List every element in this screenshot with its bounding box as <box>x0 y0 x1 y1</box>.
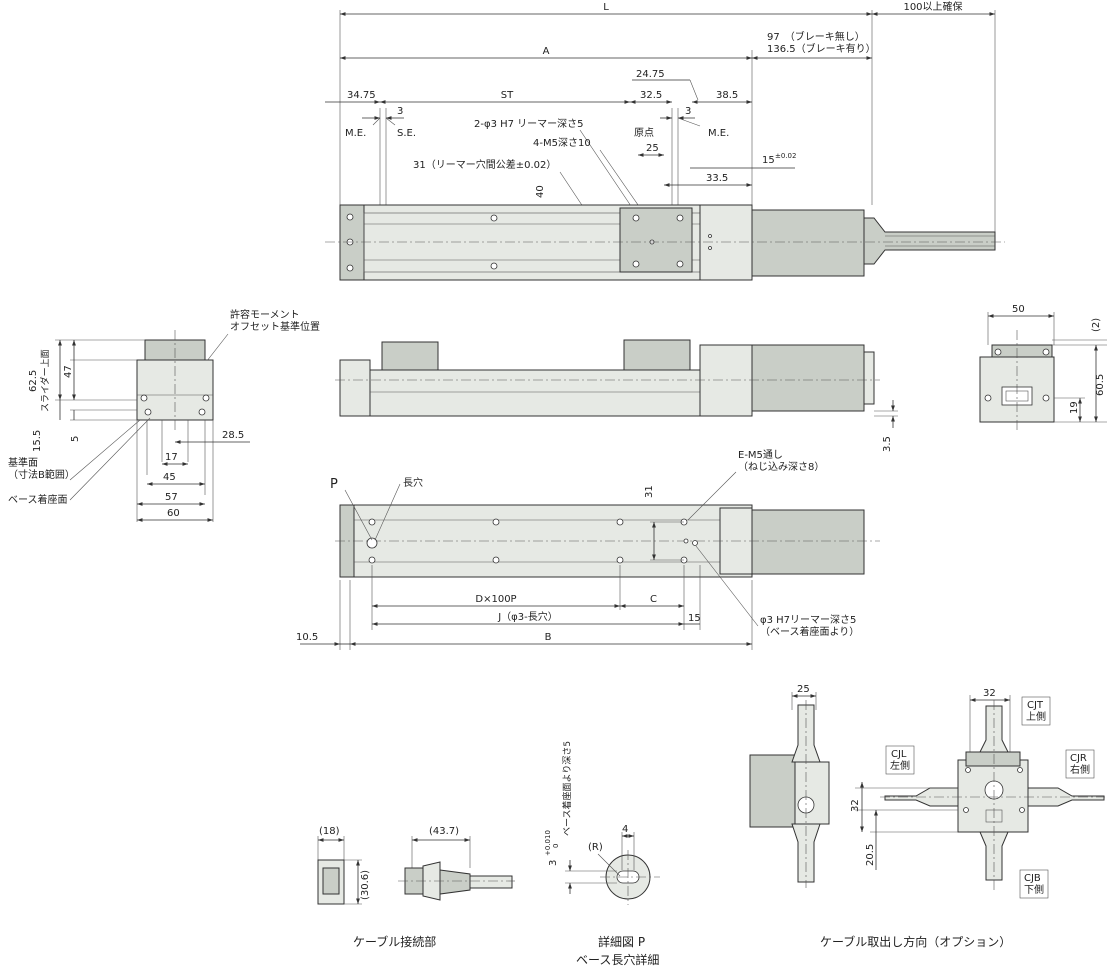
caption-detail-p-2: ベース長穴詳細 <box>576 952 659 967</box>
tol-lower: 0 <box>552 844 560 848</box>
callout-reamer-bottom-1: φ3 H7リーマー深さ5 <box>760 614 856 626</box>
label-me-left: M.E. <box>345 128 366 139</box>
dim-45: 45 <box>163 472 176 483</box>
label-me-right: M.E. <box>708 128 729 139</box>
dim-A: A <box>543 46 550 57</box>
label-R: (R) <box>588 842 603 853</box>
dim-60: 60 <box>167 508 180 519</box>
dim-18: (18) <box>319 826 340 837</box>
dim-62-5: 62.5 <box>28 370 39 392</box>
dim-38-5: 38.5 <box>716 90 738 101</box>
callout-e-m5-2: （ねじ込み深さ8） <box>738 461 824 473</box>
dim-L: L <box>603 2 609 13</box>
dim-10-5: 10.5 <box>296 632 318 643</box>
dim-3-right: 3 <box>685 106 691 117</box>
dim-25-cable: 25 <box>797 684 810 695</box>
label-se: S.E. <box>397 128 416 139</box>
dim-ST: ST <box>501 90 514 101</box>
caption-cable-direction: ケーブル取出し方向（オプション） <box>820 934 1011 949</box>
tol-upper: +0.010 <box>544 830 552 856</box>
dim-C: C <box>650 594 657 605</box>
dim-25: 25 <box>646 143 659 154</box>
label-depth: ベース着座面より深さ5 <box>561 741 573 836</box>
callout-e-m5-1: E-M5通し <box>738 449 783 461</box>
label-cjb: CJB <box>1024 873 1041 884</box>
dim-motor-len-1: 97 （ブレーキ無し） <box>767 30 865 43</box>
label-cjl: CJL <box>891 749 907 760</box>
dim-20-5: 20.5 <box>865 844 876 866</box>
label-cjb-side: 下側 <box>1024 883 1044 896</box>
side-view: 3.5 <box>335 339 898 452</box>
label-P: P <box>330 477 338 492</box>
callout-pitch: 31（リーマー穴間公差±0.02） <box>413 158 556 171</box>
dim-24-75: 24.75 <box>636 69 665 80</box>
caption-cable-connection: ケーブル接続部 <box>353 934 436 949</box>
callout-moment-1: 許容モーメント <box>230 308 300 321</box>
callout-moment-2: オフセット基準位置 <box>230 320 320 333</box>
label-cjr-side: 右側 <box>1070 763 1090 776</box>
dim-34-75: 34.75 <box>347 90 376 101</box>
bottom-view: P 長穴 E-M5通し （ねじ込み深さ8） 31 D×100P C J（φ3-長… <box>296 449 880 650</box>
cable-connection: (18) (30.6) (43.7) ケーブル接続部 <box>317 826 515 949</box>
right-view: 50 (2) 60.5 19 <box>979 304 1107 432</box>
dim-43-7: (43.7) <box>429 826 459 837</box>
dim-60-5: 60.5 <box>1095 374 1106 396</box>
label-ref-surface-2: （寸法B範囲） <box>8 468 75 481</box>
dim-33-5: 33.5 <box>706 173 728 184</box>
dim-motor-len-2: 136.5（ブレーキ有り） <box>767 42 876 55</box>
dim-57: 57 <box>165 492 178 503</box>
callout-m5: 4-M5深さ10 <box>533 137 591 149</box>
dim-19: 19 <box>1069 401 1080 414</box>
dim-B: B <box>545 632 552 643</box>
dim-5: 5 <box>70 436 81 442</box>
dim-32-top: 32 <box>983 688 996 699</box>
top-view: L 100以上確保 A 97 （ブレーキ無し） 136.5（ブレーキ有り） 24… <box>325 0 1005 281</box>
label-base-mount: ベース着座面 <box>8 493 68 506</box>
label-origin: 原点 <box>634 127 654 139</box>
dim-clearance: 100以上確保 <box>903 0 962 13</box>
dim-4: 4 <box>622 824 628 835</box>
label-cjt-side: 上側 <box>1026 710 1046 723</box>
dim-50: 50 <box>1012 304 1025 315</box>
dim-dx100p: D×100P <box>475 594 516 605</box>
caption-detail-p-1: 詳細図 P <box>598 934 645 949</box>
dim-17: 17 <box>165 452 178 463</box>
dim-15: 15 <box>762 155 775 166</box>
callout-reamer: 2-φ3 H7 リーマー深さ5 <box>474 118 584 130</box>
dim-15-bottom: 15 <box>688 613 701 624</box>
label-cjr: CJR <box>1070 753 1087 764</box>
label-slider-top: スライダー上面 <box>39 349 51 412</box>
callout-reamer-bottom-2: （ベース着座面より） <box>760 625 859 638</box>
dim-3-left: 3 <box>397 106 403 117</box>
detail-p: 4 (R) 3 +0.010 0 ベース着座面より深さ5 詳細図 P ベース長穴… <box>544 741 660 967</box>
dim-2: (2) <box>1091 318 1102 332</box>
dim-3-5: 3.5 <box>882 436 893 452</box>
dim-32-5: 32.5 <box>640 90 662 101</box>
label-slot: 長穴 <box>403 476 423 489</box>
label-cjt: CJT <box>1027 700 1044 711</box>
cable-direction: 25 32 32 20.5 CJT 上側 CJL <box>749 684 1105 949</box>
dim-28-5: 28.5 <box>222 430 244 441</box>
dim-40: 40 <box>535 185 546 198</box>
dim-15-5: 15.5 <box>32 430 43 452</box>
dim-15-tolerance: ±0.02 <box>775 152 796 160</box>
dim-31: 31 <box>644 485 655 498</box>
label-ref-surface-1: 基準面 <box>8 456 38 469</box>
label-cjl-side: 左側 <box>890 759 910 772</box>
dim-3-detail: 3 <box>548 860 559 866</box>
end-view: 許容モーメント オフセット基準位置 62.5 スライダー上面 47 15.5 5… <box>8 308 320 522</box>
dim-47: 47 <box>63 365 74 378</box>
dim-30-6: (30.6) <box>360 870 371 900</box>
dim-32-side: 32 <box>850 799 861 812</box>
dim-J: J（φ3-長穴） <box>497 610 558 623</box>
